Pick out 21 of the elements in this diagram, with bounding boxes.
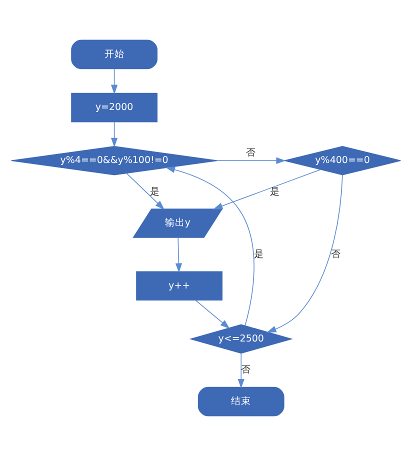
edge-label: 否 [246, 147, 256, 158]
arrow [238, 352, 244, 388]
arrow [217, 156, 286, 164]
arrow [213, 168, 322, 209]
arrow [175, 236, 182, 272]
edge-label: 是 [270, 186, 280, 197]
arrow [165, 166, 254, 326]
node-box: 开始 [71, 39, 158, 69]
arrow [195, 299, 230, 328]
arrow [110, 120, 118, 147]
arrow [266, 174, 343, 332]
edge-label: 是 [150, 186, 160, 197]
node-diamond: y%4==0&&y%100!=0 [10, 145, 218, 175]
arrow [110, 68, 118, 94]
node-box: y++ [136, 270, 222, 300]
node-diamond: y%400==0 [284, 145, 401, 175]
node-box: y=2000 [71, 92, 158, 122]
arrow [126, 172, 165, 210]
edge-label: 是 [254, 248, 264, 260]
edge-label: 否 [330, 248, 341, 260]
node-box: 结束 [198, 386, 284, 416]
